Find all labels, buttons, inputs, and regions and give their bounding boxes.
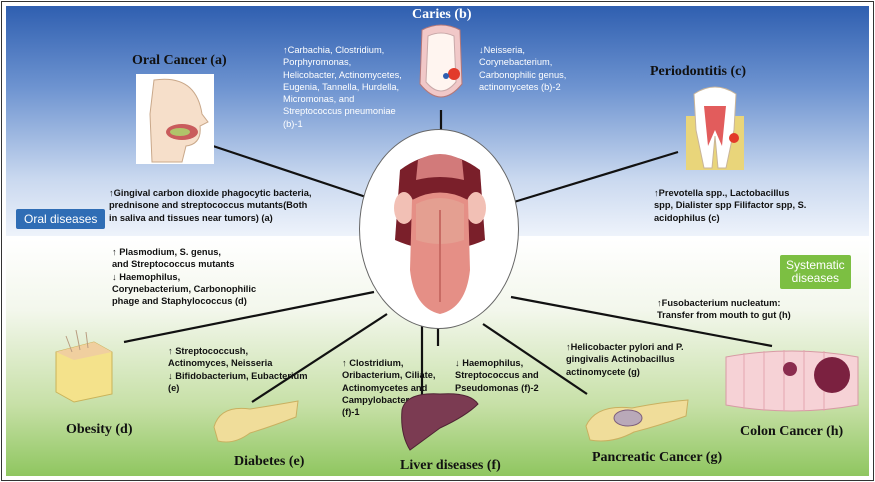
obesity-title: Obesity (d)	[66, 422, 133, 437]
oral-diseases-badge: Oral diseases	[16, 209, 106, 229]
systemic-diseases-badge: Systematic diseases	[780, 255, 851, 289]
face-icon	[136, 74, 214, 164]
periodontitis-title: Periodontitis (c)	[650, 64, 747, 79]
mouth-hub	[359, 129, 519, 329]
pancreatic-title: Pancreatic Cancer (g)	[592, 450, 723, 465]
obesity-text: ↑ Plasmodium, S. genus, and Streptococcu…	[112, 247, 257, 307]
caries-down-text: ↓Neisseria, Corynebacterium, Carbonophil…	[479, 45, 567, 92]
liver-down-text: ↓ Haemophilus, Streptococcus and Pseudom…	[455, 358, 539, 393]
pancreatic-text: ↑Helicobacter pylori and P. gingivalis A…	[566, 342, 684, 377]
diabetes-text: ↑ Streptococcush, Actinomyces, Neisseria…	[168, 346, 308, 393]
caries-up-text: ↑Carbachia, Clostridium, Porphyromonas, …	[283, 45, 402, 129]
pancreas-icon	[213, 400, 299, 443]
link-oral-cancer	[206, 142, 370, 200]
caries-title: Caries (b)	[412, 7, 472, 22]
liver-icon	[401, 393, 479, 451]
teeth-icon	[419, 24, 463, 98]
liver-up-text: ↑ Clostridium, Oribacterium, Ciliate, Ac…	[342, 358, 436, 418]
link-pancreatic	[482, 323, 588, 395]
tongue-icon	[394, 154, 486, 314]
colon-icon	[725, 350, 859, 412]
link-colon	[510, 295, 773, 348]
link-periodontitis	[513, 150, 679, 204]
link-obesity	[123, 290, 375, 344]
tooth-icon	[686, 86, 744, 170]
fat-tissue-icon	[55, 330, 113, 403]
periodontitis-text: ↑Prevotella spp., Lactobacillus spp, Dia…	[654, 188, 807, 223]
diabetes-title: Diabetes (e)	[234, 454, 305, 469]
oral-cancer-title: Oral Cancer (a)	[132, 53, 227, 68]
link-diabetes	[251, 313, 388, 403]
colon-text: ↑Fusobacterium nucleatum: Transfer from …	[657, 298, 791, 321]
colon-title: Colon Cancer (h)	[740, 424, 844, 439]
liver-title: Liver diseases (f)	[400, 458, 501, 473]
pancreas-tumor-icon	[585, 399, 689, 442]
oral-cancer-text: ↑Gingival carbon dioxide phagocytic bact…	[109, 188, 312, 223]
